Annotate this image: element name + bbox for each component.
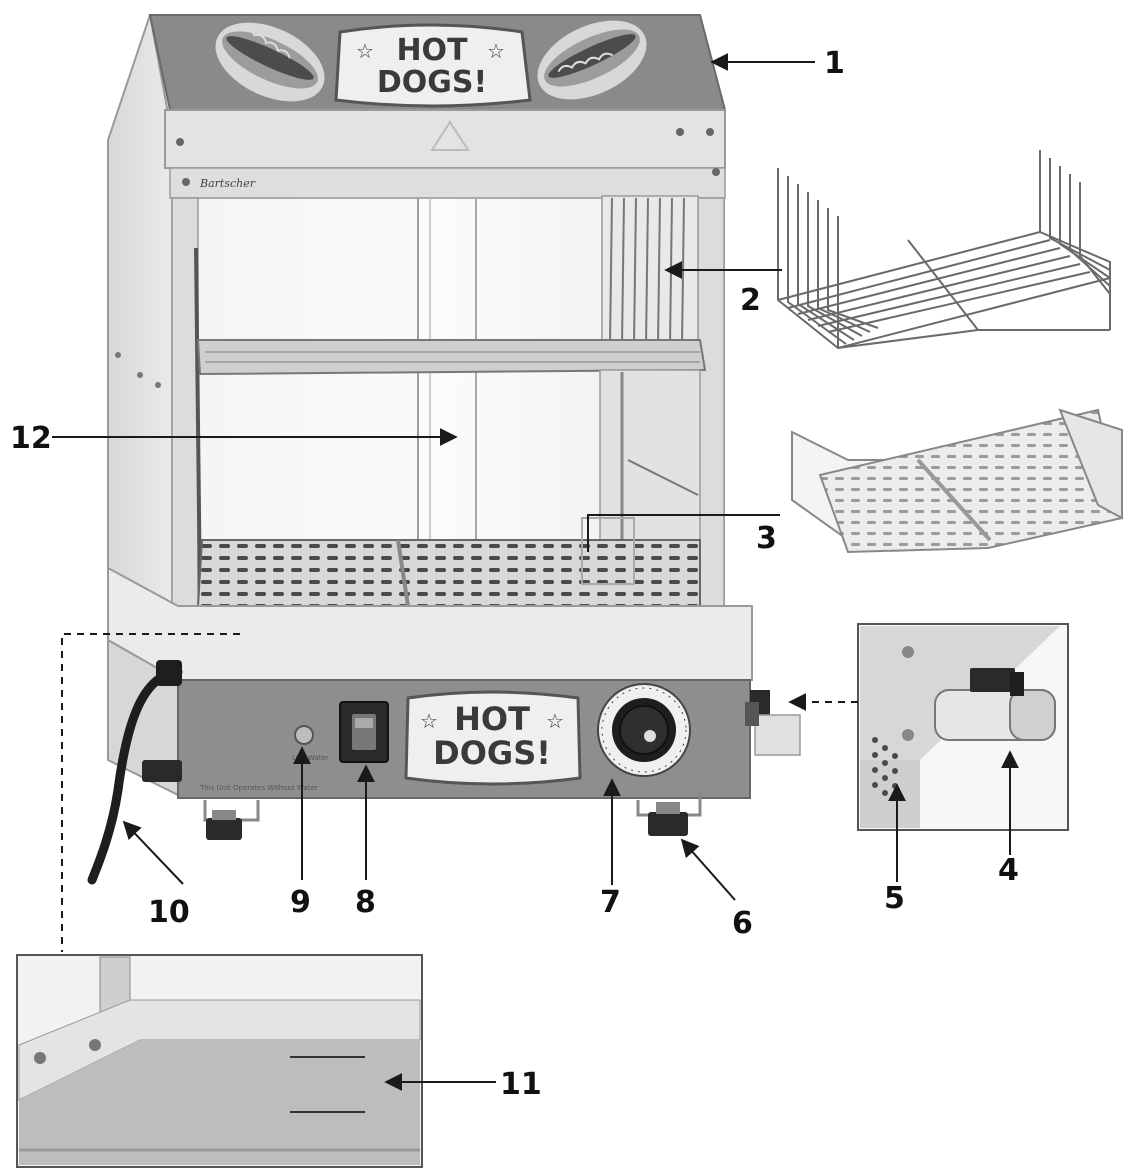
upper-shelf bbox=[196, 339, 707, 376]
callout-12: 12 bbox=[10, 421, 52, 456]
callout-9: 9 bbox=[290, 885, 311, 920]
hot-dog-illustration-left bbox=[215, 22, 325, 102]
drain-valve-installed bbox=[745, 690, 801, 756]
svg-text:This Unit Operates Without Wat: This Unit Operates Without Water bbox=[199, 784, 318, 792]
callout-1: 1 bbox=[824, 46, 845, 81]
dashed-leaders bbox=[61, 633, 858, 952]
callout-leaders bbox=[52, 53, 1019, 1091]
callout-8: 8 bbox=[355, 885, 376, 920]
top-sign-star-right: ☆ bbox=[487, 39, 505, 63]
glass-doors bbox=[417, 198, 477, 606]
callout-3: 3 bbox=[756, 521, 777, 556]
front-sign-line2: DOGS! bbox=[433, 734, 551, 772]
steamer-unit: Bartscher ☆ ☆ HOT DOGS! bbox=[87, 14, 801, 885]
lower-tray bbox=[196, 539, 701, 607]
svg-text:Low Water: Low Water bbox=[292, 754, 329, 762]
callout-6: 6 bbox=[732, 906, 753, 941]
front-sign-star-right: ☆ bbox=[546, 709, 564, 733]
top-sign-line2: DOGS! bbox=[377, 65, 487, 100]
feet bbox=[142, 760, 702, 840]
indicator-light bbox=[294, 725, 314, 745]
callout-4: 4 bbox=[998, 853, 1019, 888]
bun-rack-installed bbox=[601, 195, 699, 347]
bun-rack-detail bbox=[777, 150, 1111, 350]
front-sign-label: ☆ ☆ HOT DOGS! bbox=[404, 690, 582, 786]
top-sign-line1: HOT bbox=[396, 33, 468, 68]
front-sign-line1: HOT bbox=[454, 700, 530, 738]
header-strip bbox=[164, 109, 726, 169]
callout-7: 7 bbox=[600, 885, 621, 920]
callout-10: 10 bbox=[148, 895, 190, 930]
tray-detail bbox=[791, 408, 1124, 554]
callout-11: 11 bbox=[500, 1067, 542, 1102]
callout-5: 5 bbox=[884, 881, 905, 916]
drain-valve-inset bbox=[857, 623, 1069, 831]
callout-labels: 1 2 3 4 5 6 7 8 9 10 11 12 bbox=[10, 46, 1019, 1102]
top-sign-star-left: ☆ bbox=[356, 39, 374, 63]
callout-2: 2 bbox=[740, 283, 761, 318]
front-sign-star-left: ☆ bbox=[420, 709, 438, 733]
temperature-knob[interactable] bbox=[597, 683, 691, 777]
power-cord bbox=[87, 667, 183, 885]
brand-logo: Bartscher bbox=[199, 177, 256, 190]
hot-dog-illustration-right bbox=[537, 20, 647, 100]
top-sign-label: ☆ ☆ HOT DOGS! bbox=[334, 23, 532, 108]
water-tank-inset bbox=[16, 954, 423, 1168]
